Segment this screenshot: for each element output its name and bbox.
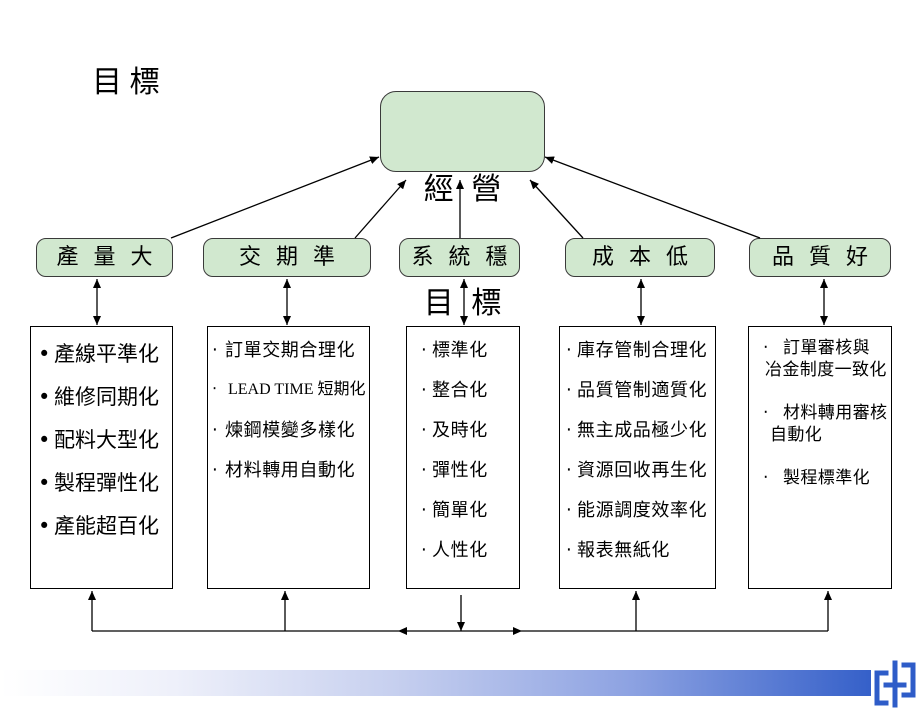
- list-item-text: 標準化: [432, 340, 488, 360]
- list-item-line: ‧ 訂單審核與: [749, 337, 891, 359]
- column-box-output: •產線平準化 •維修同期化 •配料大型化 •製程彈性化 •產能超百化: [30, 326, 173, 589]
- list-item-text: 製程彈性化: [54, 471, 159, 495]
- bullet: ‧: [212, 420, 218, 440]
- bullet: ‧: [763, 468, 769, 487]
- list-item: ‧資源回收再生化: [560, 450, 715, 490]
- bullet: ‧: [421, 540, 427, 560]
- column-box-stability: ‧標準化 ‧整合化 ‧及時化 ‧彈性化 ‧簡單化 ‧人性化: [406, 326, 520, 589]
- header-output-box: 產 量 大: [36, 238, 173, 277]
- header-quality-box: 品 質 好: [749, 238, 891, 277]
- list-item: ‧ 材料轉用審核 自動化: [749, 402, 891, 446]
- goal-box-line-2: 目 標: [423, 286, 506, 321]
- bullet: ‧: [566, 540, 572, 560]
- goal-box: 經 營 目 標: [380, 91, 545, 321]
- list-item: ‧能源調度效率化: [560, 490, 715, 530]
- list-item-text: 訂單交期合理化: [225, 340, 356, 360]
- list-item-text: 品質管制適質化: [577, 380, 708, 400]
- bullet: ‧: [212, 340, 218, 360]
- list-item: ‧及時化: [407, 410, 519, 450]
- left-arrowhead: [398, 627, 407, 635]
- list-item: ‧品質管制適質化: [560, 370, 715, 410]
- list-item-text: 製程標準化: [783, 468, 870, 487]
- bullet: ‧: [212, 460, 218, 480]
- bullet: ‧: [421, 340, 427, 360]
- bullet: ‧: [421, 460, 427, 480]
- list-item: •配料大型化: [31, 419, 172, 462]
- bullet: •: [38, 385, 51, 409]
- list-item-text: 產能超百化: [54, 514, 159, 538]
- list-item-text: 整合化: [432, 380, 488, 400]
- list-item-line: ‧ 材料轉用審核: [749, 402, 891, 424]
- bullet: ‧: [566, 380, 572, 400]
- list-item: ‧簡單化: [407, 490, 519, 530]
- bullet: •: [38, 428, 51, 452]
- list-item: ‧整合化: [407, 370, 519, 410]
- bullet: ‧: [421, 420, 427, 440]
- list-item-text: 庫存管制合理化: [577, 340, 708, 360]
- column-box-quality: ‧ 訂單審核與 冶金制度一致化 ‧ 材料轉用審核 自動化 ‧ 製程標準化: [748, 326, 892, 589]
- bullet: •: [38, 342, 51, 366]
- list-item-continuation: 自動化: [770, 425, 823, 444]
- column-box-delivery: ‧ 訂單交期合理化 ‧ LEAD TIME 短期化 ‧ 煉鋼模變多樣化 ‧ 材料轉用自動…: [207, 326, 370, 589]
- arrow-output-to-goal: [170, 156, 380, 239]
- list-item-text: 材料轉用審核: [783, 403, 888, 422]
- list-item-text: 彈性化: [432, 460, 488, 480]
- list-item-text: 及時化: [432, 420, 488, 440]
- list-item-text: 產線平準化: [54, 342, 159, 366]
- arrow-quality-to-goal: [544, 156, 761, 239]
- list-item-text: 報表無紙化: [577, 540, 670, 560]
- list-item: ‧人性化: [407, 530, 519, 570]
- list-item: •產線平準化: [31, 333, 172, 376]
- list-item-text: 訂單審核與: [783, 338, 870, 357]
- list-item-line: ‧ 製程標準化: [749, 467, 891, 489]
- bullet: ‧: [566, 340, 572, 360]
- right-arrowhead: [513, 627, 522, 635]
- slide-title: 目 標: [92, 65, 160, 100]
- list-item: •產能超百化: [31, 505, 172, 548]
- bullet: ‧: [566, 500, 572, 520]
- bullet: •: [38, 514, 51, 538]
- company-logo-icon: [874, 660, 916, 708]
- list-item-text: 煉鋼模變多樣化: [225, 420, 356, 440]
- goal-box-line-1: 經 營: [423, 172, 506, 207]
- list-item-text: 配料大型化: [54, 428, 159, 452]
- list-item: ‧彈性化: [407, 450, 519, 490]
- list-item: ‧ 訂單審核與 冶金制度一致化: [749, 337, 891, 381]
- list-item: ‧ 製程標準化: [749, 467, 891, 489]
- header-delivery-box: 交 期 準: [203, 238, 371, 277]
- list-item-text: 能源調度效率化: [577, 500, 708, 520]
- list-item-text: 人性化: [432, 540, 488, 560]
- list-item: ‧ 訂單交期合理化: [208, 330, 369, 370]
- header-cost-box: 成 本 低: [565, 238, 715, 277]
- list-item: ‧ 材料轉用自動化: [208, 450, 369, 490]
- footer-gradient-bar: [0, 670, 871, 696]
- bullet: •: [38, 471, 51, 495]
- list-item: •製程彈性化: [31, 462, 172, 505]
- list-item-text: 資源回收再生化: [577, 460, 708, 480]
- bullet: ‧: [421, 500, 427, 520]
- list-item-text: 無主成品極少化: [577, 420, 708, 440]
- bullet: ‧: [763, 338, 769, 357]
- list-item: ‧報表無紙化: [560, 530, 715, 570]
- list-item: ‧標準化: [407, 330, 519, 370]
- list-item-continuation: 冶金制度一致化: [765, 360, 887, 379]
- list-item: ‧ 煉鋼模變多樣化: [208, 410, 369, 450]
- bullet: ‧: [566, 420, 572, 440]
- list-item-text: LEAD TIME 短期化: [228, 381, 366, 398]
- bullet: ‧: [421, 380, 427, 400]
- list-item-text: 維修同期化: [54, 385, 159, 409]
- list-item-text: 材料轉用自動化: [225, 460, 356, 480]
- column-box-cost: ‧庫存管制合理化 ‧品質管制適質化 ‧無主成品極少化 ‧資源回收再生化 ‧能源調…: [559, 326, 716, 589]
- list-item: ‧ LEAD TIME 短期化: [208, 370, 369, 410]
- list-item: ‧無主成品極少化: [560, 410, 715, 450]
- list-item-text: 簡單化: [432, 500, 488, 520]
- header-stability-box: 系 統 穩: [399, 238, 520, 277]
- list-item: •維修同期化: [31, 376, 172, 419]
- list-item: ‧庫存管制合理化: [560, 330, 715, 370]
- bullet: ‧: [212, 381, 218, 398]
- bullet: ‧: [566, 460, 572, 480]
- bullet: ‧: [763, 403, 769, 422]
